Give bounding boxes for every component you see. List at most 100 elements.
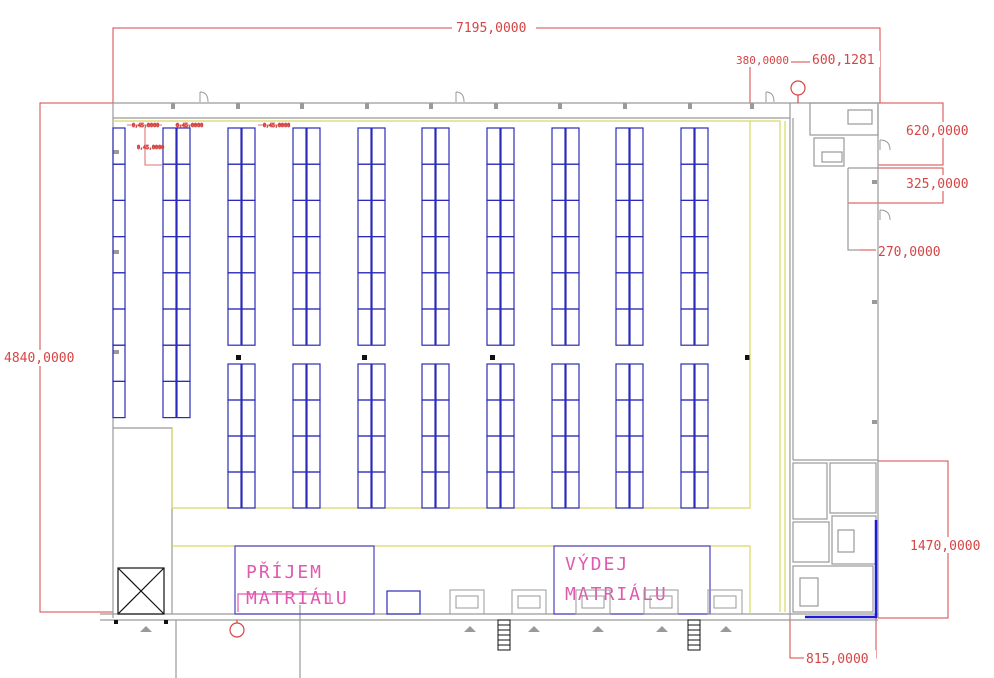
right-mid-label: 325,0000 <box>906 177 969 192</box>
rack-bay <box>421 308 436 346</box>
rack-bay <box>241 471 256 509</box>
rack-bay <box>176 163 191 201</box>
rack-bay <box>629 127 644 165</box>
rack-bay <box>306 163 321 201</box>
rack-bay <box>176 380 191 419</box>
right-upper-label: 620,0000 <box>906 124 969 139</box>
rack-bay <box>227 199 242 238</box>
rack-bay <box>162 236 177 274</box>
overall-height-label: 4840,0000 <box>4 351 74 366</box>
rack-bay <box>629 163 644 201</box>
rack-bay <box>551 163 566 201</box>
rack-bay <box>565 363 580 401</box>
rack-bay <box>694 127 709 165</box>
rack-bay <box>292 272 307 310</box>
rack-bay <box>292 236 307 274</box>
rack-bay <box>694 272 709 310</box>
rack-bay <box>162 272 177 310</box>
rack-bay <box>486 199 501 238</box>
rack-bay <box>486 272 501 310</box>
rack-bay <box>435 308 450 346</box>
rack-bay <box>357 127 372 165</box>
rack-bay <box>435 199 450 238</box>
rack-bay <box>292 308 307 346</box>
rack-bay <box>565 471 580 509</box>
receiving-label-line1: PŘÍJEM <box>246 561 323 583</box>
rack-bay <box>435 435 450 473</box>
storage-racks <box>112 127 709 509</box>
rack-bay <box>435 236 450 274</box>
rack-bay <box>565 236 580 274</box>
rack-bay <box>112 308 126 346</box>
rack-bay <box>241 127 256 165</box>
rack-bay <box>371 163 386 201</box>
rack-bay <box>551 363 566 401</box>
rack-bay <box>227 127 242 165</box>
rack-bay <box>615 308 630 346</box>
rack-bay <box>227 236 242 274</box>
rack-bay <box>292 363 307 401</box>
rack-bay <box>227 399 242 437</box>
rack-bay <box>371 272 386 310</box>
rack-bay <box>357 163 372 201</box>
rack-bay <box>680 363 695 401</box>
rack-bay <box>176 236 191 274</box>
rack-bay <box>292 435 307 473</box>
rack-bay <box>371 236 386 274</box>
rack-bay <box>421 272 436 310</box>
rack-bay <box>371 199 386 238</box>
rack-bay <box>112 199 126 238</box>
rack-bay <box>371 127 386 165</box>
office-block-label: 1470,0000 <box>910 539 980 554</box>
rack-bay <box>500 471 515 509</box>
rack-bay <box>292 199 307 238</box>
rack-bay <box>371 363 386 401</box>
rack-bay <box>500 127 515 165</box>
rack-bay <box>565 127 580 165</box>
rack-bay <box>227 308 242 346</box>
top-offset-label: 380,0000 <box>736 54 789 67</box>
rack-bay <box>241 399 256 437</box>
rack-bay <box>565 308 580 346</box>
rack-bay <box>176 199 191 238</box>
rack-tag-a: 0,45,0000 <box>132 123 159 129</box>
rack-bay <box>486 435 501 473</box>
rack-bay <box>680 127 695 165</box>
rack-bay <box>162 308 177 346</box>
dimension-labels: 7195,0000 4840,0000 380,0000 600,1281 62… <box>2 20 992 667</box>
rack-bay <box>629 236 644 274</box>
rack-bay <box>694 199 709 238</box>
rack-bay <box>500 163 515 201</box>
rack-bay <box>694 363 709 401</box>
rack-bay <box>694 308 709 346</box>
building-shell <box>100 102 879 678</box>
rack-tags: 0,45,0000 0,45,0000 0,45,0000 0,45,0000 <box>127 123 290 166</box>
rack-bay <box>486 236 501 274</box>
rack-bay <box>306 471 321 509</box>
rack-bay <box>112 163 126 201</box>
rack-bay <box>292 399 307 437</box>
rack-bay <box>357 199 372 238</box>
rack-bay <box>500 363 515 401</box>
rack-bay <box>306 308 321 346</box>
rack-bay <box>421 435 436 473</box>
rack-bay <box>306 199 321 238</box>
zone-boxes <box>386 590 421 615</box>
rack-bay <box>176 308 191 346</box>
rack-bay <box>615 435 630 473</box>
rack-bay <box>565 272 580 310</box>
rack-bay <box>162 127 177 165</box>
rack-bay <box>357 399 372 437</box>
rack-bay <box>421 363 436 401</box>
rack-bay <box>629 435 644 473</box>
rack-bay <box>680 236 695 274</box>
rack-bay <box>500 399 515 437</box>
rack-bay <box>176 344 191 383</box>
rack-bay <box>435 363 450 401</box>
rack-bay <box>500 435 515 473</box>
dispatch-zone: VÝDEJ MATRIÁLU <box>553 545 711 615</box>
rack-bay <box>435 272 450 310</box>
rack-bay <box>371 399 386 437</box>
rack-bay <box>680 272 695 310</box>
